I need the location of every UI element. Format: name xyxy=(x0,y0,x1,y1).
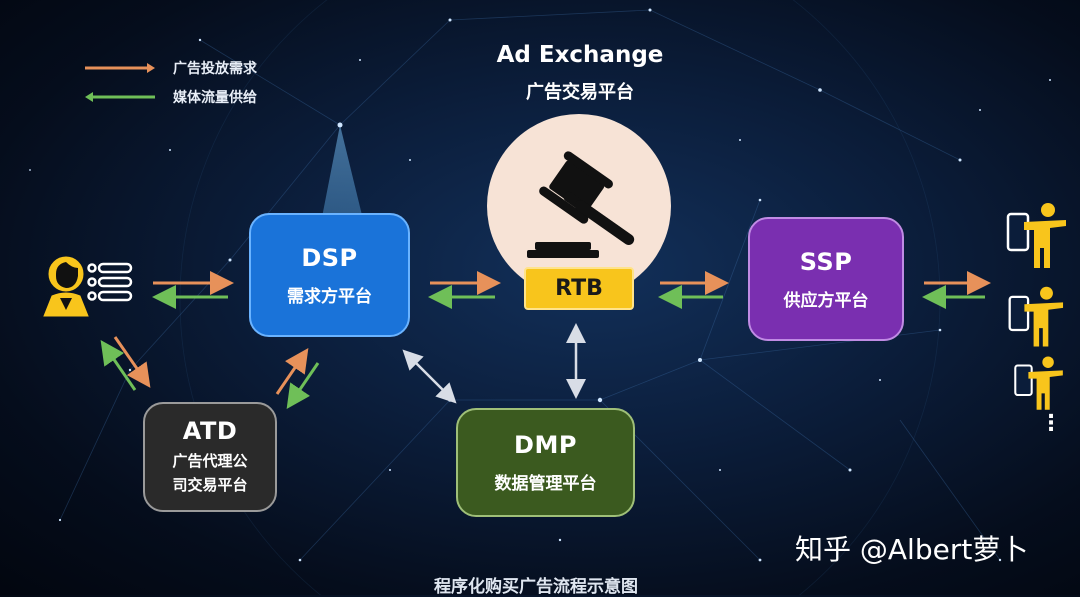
legend-demand: 广告投放需求 xyxy=(85,58,257,78)
ssp-subtitle: 供应方平台 xyxy=(783,290,869,311)
arrow-advertiser-to-atd xyxy=(113,336,151,388)
ad-exchange-title: Ad Exchange 广告交易平台 xyxy=(480,42,680,104)
legend-demand-label: 广告投放需求 xyxy=(173,61,257,77)
arrow-atd-to-dsp xyxy=(275,348,309,395)
watermark: 知乎 @Albert萝卜 xyxy=(795,533,1029,566)
arrow-dsp-to-atd xyxy=(286,362,320,409)
atd-subtitle-line2: 司交易平台 xyxy=(172,476,248,494)
ssp-node[interactable]: SSP 供应方平台 xyxy=(748,217,904,341)
ad-exchange-circle xyxy=(487,114,671,298)
orange-right-arrow-icon xyxy=(85,63,155,73)
mobile-users-group xyxy=(1006,203,1066,410)
dmp-node[interactable]: DMP 数据管理平台 xyxy=(456,408,635,517)
mobile-user-icon xyxy=(1014,356,1063,410)
arrow-atd-to-advertiser xyxy=(100,340,137,391)
green-left-arrow-icon xyxy=(85,92,155,102)
dsp-subtitle: 需求方平台 xyxy=(287,286,372,307)
ad-exchange-title-zh: 广告交易平台 xyxy=(526,82,634,103)
ad-exchange-title-en: Ad Exchange xyxy=(496,42,664,68)
atd-subtitle-line1: 广告代理公 xyxy=(172,452,248,470)
ssp-title: SSP xyxy=(799,247,853,276)
atd-subtitle: 广告代理公 司交易平台 xyxy=(172,449,247,497)
mobile-user-icon xyxy=(1006,203,1066,268)
mobile-user-icon xyxy=(1008,286,1064,347)
dsp-title: DSP xyxy=(301,243,358,272)
gavel-icon xyxy=(527,151,635,258)
atd-node[interactable]: ATD 广告代理公 司交易平台 xyxy=(143,402,277,512)
advertiser-icon xyxy=(43,256,133,317)
rtb-label[interactable]: RTB xyxy=(524,267,634,310)
dmp-title: DMP xyxy=(514,431,577,459)
atd-title: ATD xyxy=(182,417,238,445)
dsp-node[interactable]: DSP 需求方平台 xyxy=(249,213,410,337)
legend-supply-label: 媒体流量供给 xyxy=(173,90,257,106)
dmp-subtitle: 数据管理平台 xyxy=(494,474,597,494)
arrow-dsp-dmp-bidirectional xyxy=(402,349,457,404)
legend-supply: 媒体流量供给 xyxy=(85,87,257,107)
diagram-caption: 程序化购买广告流程示意图 xyxy=(434,577,638,597)
